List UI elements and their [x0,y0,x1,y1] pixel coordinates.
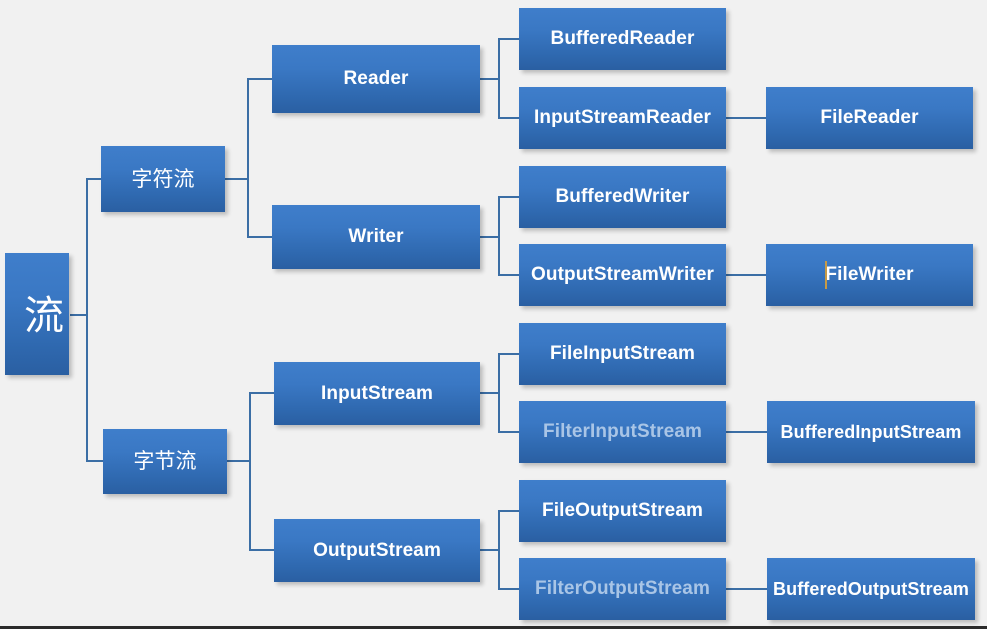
node-label: BufferedReader [550,28,695,50]
connector-root-stub [70,314,88,316]
node-input-stream[interactable]: InputStream [274,362,480,425]
node-label: FileOutputStream [541,500,703,522]
connector-root-to-byte-stream [86,460,104,462]
node-label: FileInputStream [549,343,696,365]
node-label: FileReader [820,107,919,129]
node-root-stream[interactable]: 流 [5,253,69,375]
node-file-output-stream[interactable]: FileOutputStream [519,480,726,542]
connector-writer-to-buffered-writer [498,196,520,198]
connector-writer-to-output-stream-writer [498,274,520,276]
connector-input-stream-trunk [498,353,500,433]
node-character-stream[interactable]: 字符流 [101,146,225,212]
connector-char-stream-trunk [247,78,249,238]
node-label: FilterInputStream [543,421,702,443]
node-buffered-output-stream[interactable]: BufferedOutputStream [767,558,975,620]
connector-input-stream-to-file-input-stream [498,353,520,355]
connector-reader-to-buffered-reader [498,38,520,40]
node-label: Writer [348,226,404,248]
connector-output-stream-writer-to-file-writer [726,274,766,276]
node-file-writer[interactable]: FileWriter [766,244,973,306]
node-label: BufferedWriter [555,186,690,208]
node-label: InputStream [321,382,433,404]
connector-char-stream-to-writer [247,236,273,238]
connector-byte-stream-trunk [249,392,251,551]
node-label: 流 [17,293,63,335]
node-reader[interactable]: Reader [272,45,480,113]
node-label: 字符流 [131,166,195,191]
connector-byte-stream-to-input-stream [249,392,275,394]
connector-char-stream-stub [225,178,249,180]
node-label: BufferedInputStream [780,421,962,442]
connector-reader-stub [480,78,500,80]
node-output-stream-writer[interactable]: OutputStreamWriter [519,244,726,306]
connector-root-trunk [86,178,88,462]
node-file-reader[interactable]: FileReader [766,87,973,149]
node-label: OutputStreamWriter [530,264,715,286]
node-output-stream[interactable]: OutputStream [274,519,480,582]
connector-filter-output-stream-to-buffered-output-stream [726,588,768,590]
node-label: InputStreamReader [534,107,711,129]
connector-char-stream-to-reader [247,78,273,80]
connector-reader-to-input-stream-reader [498,117,520,119]
node-buffered-input-stream[interactable]: BufferedInputStream [767,401,975,463]
connector-input-stream-stub [480,392,500,394]
connector-filter-input-stream-to-buffered-input-stream [726,431,768,433]
node-label: 字节流 [133,449,197,474]
node-label: Reader [343,68,409,90]
node-label: OutputStream [313,539,441,561]
connector-writer-stub [480,236,500,238]
connector-writer-trunk [498,196,500,276]
node-label: FilterOutputStream [535,578,710,600]
node-label: FileWriter [825,264,914,286]
connector-input-stream-to-filter-input-stream [498,431,520,433]
node-label: BufferedOutputStream [773,578,970,599]
node-input-stream-reader[interactable]: InputStreamReader [519,87,726,149]
node-filter-input-stream[interactable]: FilterInputStream [519,401,726,463]
node-writer[interactable]: Writer [272,205,480,269]
connector-output-stream-to-filter-output-stream [498,588,520,590]
connector-output-stream-trunk [498,510,500,590]
connector-input-stream-reader-to-file-reader [726,117,766,119]
connector-root-to-char-stream [86,178,104,180]
connector-byte-stream-stub [227,460,251,462]
text-caret [825,261,827,289]
node-buffered-reader[interactable]: BufferedReader [519,8,726,70]
connector-output-stream-stub [480,549,500,551]
node-buffered-writer[interactable]: BufferedWriter [519,166,726,228]
node-filter-output-stream[interactable]: FilterOutputStream [519,558,726,620]
connector-reader-trunk [498,38,500,119]
connector-byte-stream-to-output-stream [249,549,275,551]
connector-output-stream-to-file-output-stream [498,510,520,512]
node-byte-stream[interactable]: 字节流 [103,429,227,494]
node-file-input-stream[interactable]: FileInputStream [519,323,726,385]
